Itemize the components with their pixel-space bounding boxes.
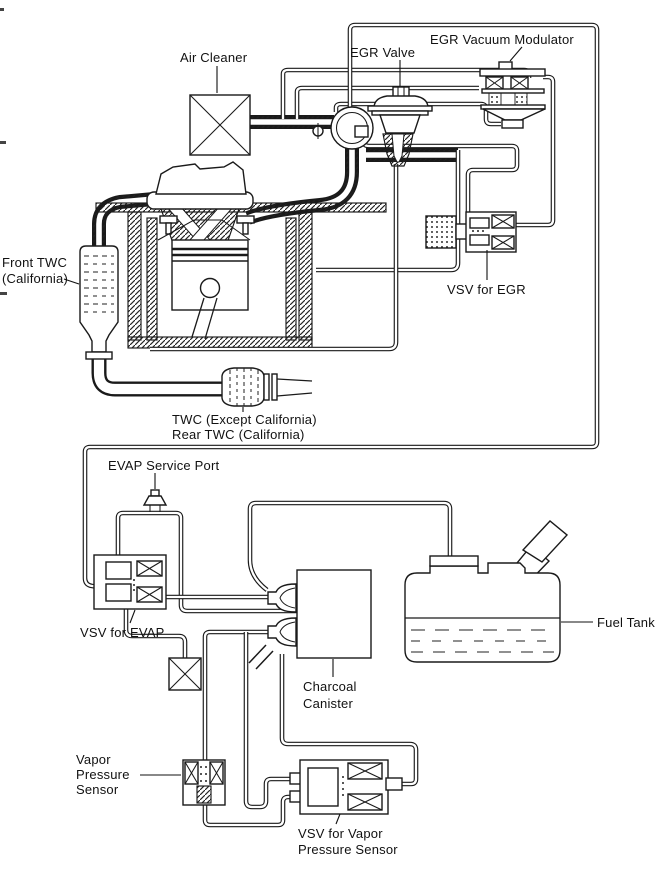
label-front-twc-1: Front TWC — [2, 255, 67, 270]
combustion-chamber — [157, 219, 251, 241]
twc-converter-icon — [221, 367, 313, 407]
hoses — [82, 22, 600, 828]
egr-valve-icon — [354, 86, 433, 167]
valve-stem — [242, 222, 249, 235]
label-vapor-pressure-sensor-1: Vapor — [76, 752, 111, 767]
engine-and-ducts — [92, 115, 458, 349]
pipe-break-mark — [248, 644, 267, 664]
check-valve-diaphragm — [279, 621, 296, 643]
labels: Air Cleaner EGR Valve EGR Vacuum Modulat… — [2, 32, 655, 857]
leader-line — [129, 609, 136, 624]
label-egr-vacuum-modulator: EGR Vacuum Modulator — [430, 32, 574, 47]
label-charcoal-canister-2: Canister — [303, 696, 353, 711]
charcoal-canister-icon — [296, 569, 372, 659]
vsv-evap-icon — [93, 554, 167, 610]
leader-line — [63, 278, 80, 285]
label-egr-valve: EGR Valve — [350, 45, 415, 60]
valve-cover — [155, 161, 247, 195]
check-valve-icon — [267, 617, 297, 647]
vapor-pressure-sensor-icon — [182, 759, 226, 806]
label-twc-2: Rear TWC (California) — [172, 427, 305, 442]
valve-tappet — [159, 215, 178, 224]
vsv-egr-icon — [425, 211, 517, 253]
components — [0, 8, 569, 815]
fuel-tank-icon — [404, 520, 569, 663]
vapor-fitting — [429, 555, 479, 567]
cylinder-bottom — [127, 336, 313, 349]
front-twc-catalyst — [84, 255, 114, 313]
label-front-twc-2: (California) — [2, 271, 68, 286]
cylinder-wall — [285, 217, 297, 341]
label-fuel-tank: Fuel Tank — [597, 615, 655, 630]
evap-service-port-icon — [142, 489, 168, 512]
vsv-vapor-pressure-sensor-icon — [289, 759, 403, 815]
tailpipe — [276, 392, 313, 397]
vsv-egr-filter — [425, 215, 457, 249]
label-air-cleaner: Air Cleaner — [180, 50, 248, 65]
label-vapor-pressure-sensor-3: Sensor — [76, 782, 119, 797]
connecting-rod — [204, 297, 218, 340]
air-filter-icon — [168, 657, 202, 691]
label-vapor-pressure-sensor-2: Pressure — [76, 767, 130, 782]
cylinder-wall — [298, 211, 313, 341]
tailpipe — [276, 378, 313, 382]
label-charcoal-canister-1: Charcoal — [303, 679, 357, 694]
air-cleaner-icon — [189, 94, 251, 156]
label-vsv-evap: VSV for EVAP — [80, 625, 165, 640]
scan-artifact — [0, 141, 6, 144]
cylinder-wall — [146, 217, 158, 341]
piston — [171, 239, 249, 311]
scan-artifact — [0, 8, 4, 11]
scan-artifact — [0, 292, 7, 295]
label-vsv-egr: VSV for EGR — [447, 282, 526, 297]
label-vsv-vps-1: VSV for Vapor — [298, 826, 383, 841]
valve-tappet — [236, 215, 255, 224]
leader-line — [509, 46, 523, 62]
valve-stem — [165, 222, 172, 235]
check-valve-icon — [267, 583, 297, 613]
label-twc-1: TWC (Except California) — [172, 412, 317, 427]
throttle-body-icon — [330, 106, 374, 150]
front-twc-icon — [79, 245, 119, 360]
connecting-rod — [191, 297, 205, 338]
label-vsv-vps-2: Pressure Sensor — [298, 842, 398, 857]
check-valve-diaphragm — [279, 587, 296, 609]
label-evap-service-port: EVAP Service Port — [108, 458, 219, 473]
egr-vacuum-modulator-icon — [479, 61, 546, 129]
sensor-element — [196, 785, 212, 804]
cylinder-wall — [127, 211, 142, 341]
filler-cap — [521, 520, 569, 563]
pipe-break-mark — [255, 650, 274, 670]
leader-line — [335, 813, 341, 825]
piston-pin — [199, 277, 221, 299]
